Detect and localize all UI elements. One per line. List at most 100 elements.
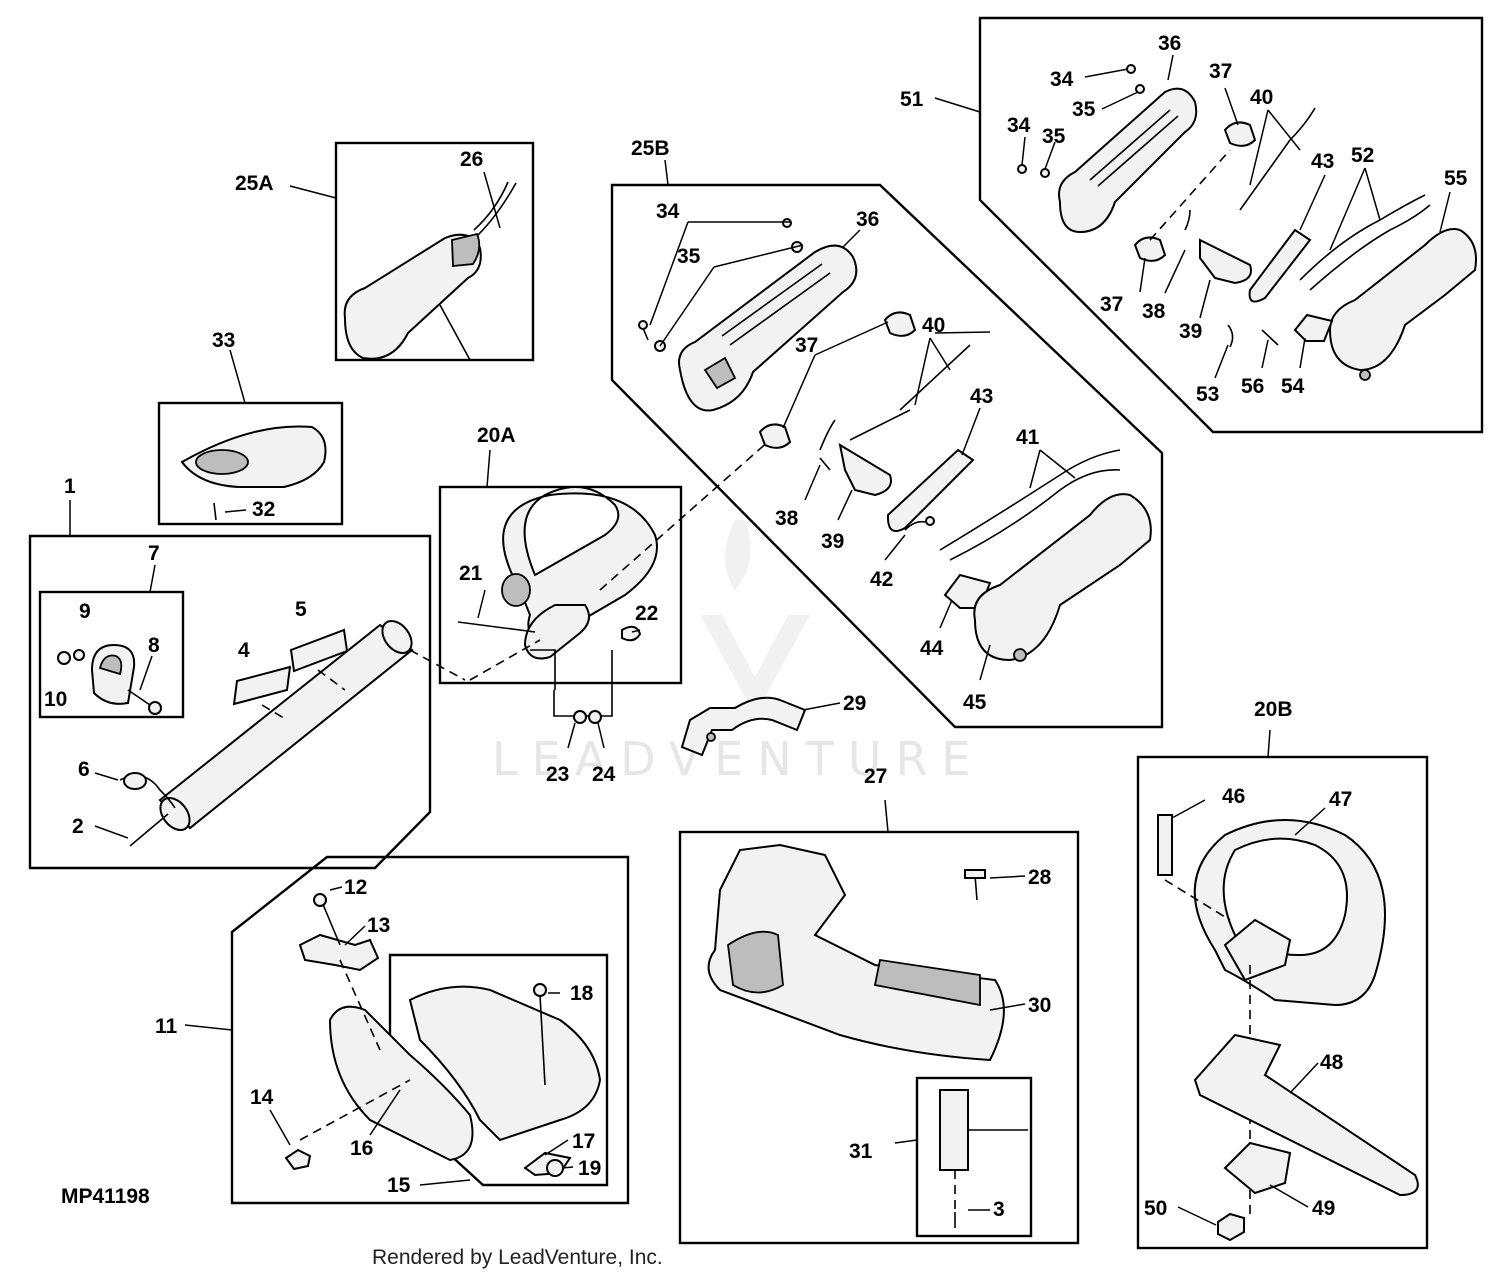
- bolt-12: [321, 901, 341, 946]
- callout-16: 16: [350, 1137, 373, 1160]
- callout-13: 13: [367, 914, 390, 937]
- callout-23: 23: [546, 763, 569, 786]
- switch-43: [886, 448, 975, 532]
- callout-38-51: 38: [1142, 300, 1166, 323]
- group-51-throttle-assembly: [934, 16, 1484, 434]
- callout-38-25b: 38: [775, 507, 799, 530]
- bracket-31: [939, 1089, 969, 1171]
- bracket-13: [298, 933, 380, 972]
- group-25b-box: [610, 183, 1164, 729]
- bolt-46: [1157, 814, 1173, 876]
- callout-12: 12: [344, 876, 367, 899]
- callout-39-25b: 39: [821, 530, 844, 553]
- group-51-box: [978, 16, 1484, 434]
- callout-54: 54: [1281, 375, 1305, 398]
- callout-55: 55: [1444, 167, 1468, 190]
- callout-33: 33: [212, 329, 235, 352]
- callout-52: 52: [1351, 144, 1374, 167]
- loop-handle-47: [1193, 819, 1386, 1007]
- callout-5: 5: [295, 598, 307, 621]
- screw-32: [213, 502, 217, 521]
- clamp-49: [1223, 1141, 1292, 1195]
- nut-14: [284, 1148, 312, 1171]
- handle-55: [1328, 228, 1477, 372]
- group-27-box: [678, 830, 1080, 1245]
- callout-25a: 25A: [235, 172, 274, 195]
- drive-shaft-end: [129, 813, 169, 847]
- bolt-21: [457, 621, 536, 633]
- callout-14: 14: [250, 1086, 274, 1109]
- group-20a-box: [438, 485, 683, 685]
- callout-1: 1: [64, 475, 76, 498]
- callout-31: 31: [849, 1140, 873, 1163]
- bolt-28: [974, 874, 978, 901]
- trigger-37d: [1133, 236, 1167, 262]
- watermark-logo: [700, 520, 810, 715]
- callout-21: 21: [459, 562, 483, 585]
- group-11-box: [230, 855, 630, 1205]
- switch-43b: [1248, 228, 1312, 303]
- callout-45: 45: [963, 691, 987, 714]
- throttle-handle-25a: [343, 233, 482, 360]
- washer-23: [573, 710, 587, 724]
- callout-36-51: 36: [1158, 32, 1181, 55]
- nut-22: [621, 625, 642, 642]
- callout-56: 56: [1241, 375, 1264, 398]
- callout-34-51-lower: 34: [1007, 114, 1031, 137]
- figure-code: MP41198: [61, 1185, 150, 1208]
- group-31-box: [915, 1076, 1033, 1238]
- group-20b-box: [1136, 755, 1429, 1250]
- callout-39-51: 39: [1179, 320, 1202, 343]
- nut-19: [546, 1159, 564, 1177]
- callout-42: 42: [870, 568, 893, 591]
- callout-20b: 20B: [1254, 698, 1293, 721]
- throttle-cable-40: [899, 344, 971, 411]
- part-29-bracket: [680, 696, 841, 757]
- callout-32: 32: [252, 498, 275, 521]
- callout-40-51: 40: [1250, 86, 1273, 109]
- watermark-text: LEADVENTURE: [492, 732, 985, 786]
- bolt-18: [539, 994, 546, 1086]
- group-7-box: [38, 590, 185, 719]
- callout-43-25b: 43: [970, 385, 993, 408]
- callout-41: 41: [1016, 426, 1040, 449]
- loop-spring: [501, 573, 531, 607]
- callout-37-51-upper: 37: [1209, 60, 1232, 83]
- callout-17: 17: [572, 1130, 595, 1153]
- callout-47: 47: [1329, 788, 1352, 811]
- handle-45: [973, 493, 1152, 662]
- callout-35-25b: 35: [677, 245, 701, 268]
- callout-36-25b: 36: [856, 208, 879, 231]
- callout-35-51-lower: 35: [1042, 125, 1066, 148]
- callout-28: 28: [1028, 866, 1052, 889]
- callout-4: 4: [238, 639, 250, 662]
- callout-20a: 20A: [477, 424, 516, 447]
- trigger-37b: [758, 423, 792, 449]
- render-credit: Rendered by LeadVenture, Inc.: [372, 1246, 663, 1269]
- throttle-cable-40b: [1239, 139, 1291, 211]
- callout-11: 11: [155, 1015, 178, 1038]
- callout-27: 27: [864, 765, 887, 788]
- callout-8: 8: [148, 634, 160, 657]
- callout-50: 50: [1144, 1197, 1167, 1220]
- group-25b-throttle-assembly: [610, 159, 1164, 729]
- callout-22: 22: [635, 602, 658, 625]
- group-27-harness: [678, 799, 1080, 1245]
- callout-48: 48: [1320, 1051, 1344, 1074]
- callout-10: 10: [44, 688, 67, 711]
- callout-40-25b: 40: [922, 314, 945, 337]
- group-11-guard-assembly: [184, 855, 630, 1205]
- group-1-box: [28, 534, 432, 870]
- group-1-shaft-assembly: [28, 500, 432, 870]
- loop-clamp: [523, 604, 590, 660]
- callout-53: 53: [1196, 383, 1219, 406]
- callout-34-25b: 34: [656, 200, 680, 223]
- spring-53: [1227, 324, 1234, 348]
- callout-7: 7: [148, 542, 160, 565]
- callout-29: 29: [843, 692, 866, 715]
- harness-30: [707, 843, 1005, 1062]
- decal-4: [232, 665, 292, 706]
- callout-9: 9: [79, 600, 91, 623]
